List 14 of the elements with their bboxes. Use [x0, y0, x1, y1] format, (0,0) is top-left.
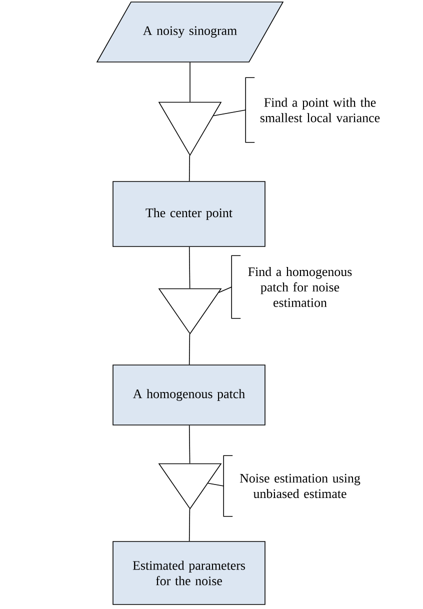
connector-line: [188, 334, 190, 365]
leader-line: [218, 286, 232, 293]
process-box: The center point: [112, 181, 266, 247]
connector-line: [188, 508, 190, 542]
connector-line: [188, 425, 190, 464]
leader-line: [208, 482, 224, 486]
annotation-bracket: Find a homogenous patch for noise estimation: [231, 255, 352, 319]
annotation-bracket: Noise estimation using unbiased estimate: [223, 455, 360, 517]
leader-line: [213, 110, 246, 116]
annotation-bracket: Find a point with the smallest local variance: [245, 77, 380, 143]
process-box: Estimated parameters for the noise: [112, 541, 266, 605]
process-box: A homogenous patch: [112, 364, 266, 426]
connector-line: [188, 154, 190, 182]
connector-line: [188, 246, 190, 289]
